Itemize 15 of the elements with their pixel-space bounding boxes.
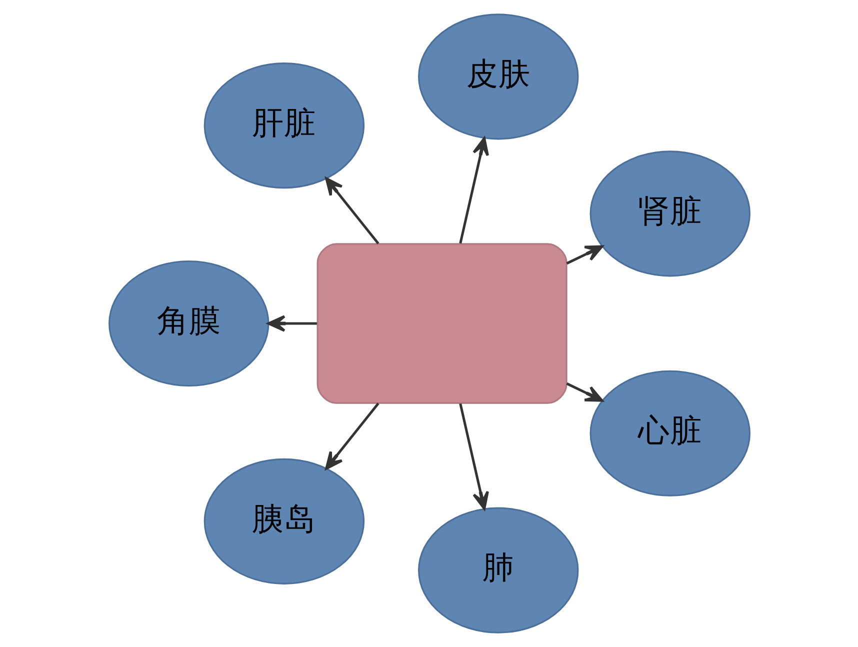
arrow — [458, 137, 488, 244]
arrow — [266, 315, 316, 332]
node-box — [316, 243, 567, 404]
node-ellipse: 角膜 — [108, 260, 269, 387]
arrow — [566, 245, 603, 265]
arrow — [324, 402, 379, 470]
node-ellipse: 肝脏 — [203, 62, 364, 189]
node-ellipse: 心脏 — [589, 370, 750, 496]
arrow — [566, 382, 603, 402]
node-ellipse: 胰岛 — [203, 458, 364, 584]
arrow — [324, 177, 379, 244]
node-ellipse: 肺 — [418, 507, 578, 634]
node-ellipse: 肾脏 — [589, 150, 750, 277]
node-ellipse: 皮肤 — [418, 14, 578, 140]
arrow — [458, 403, 488, 510]
